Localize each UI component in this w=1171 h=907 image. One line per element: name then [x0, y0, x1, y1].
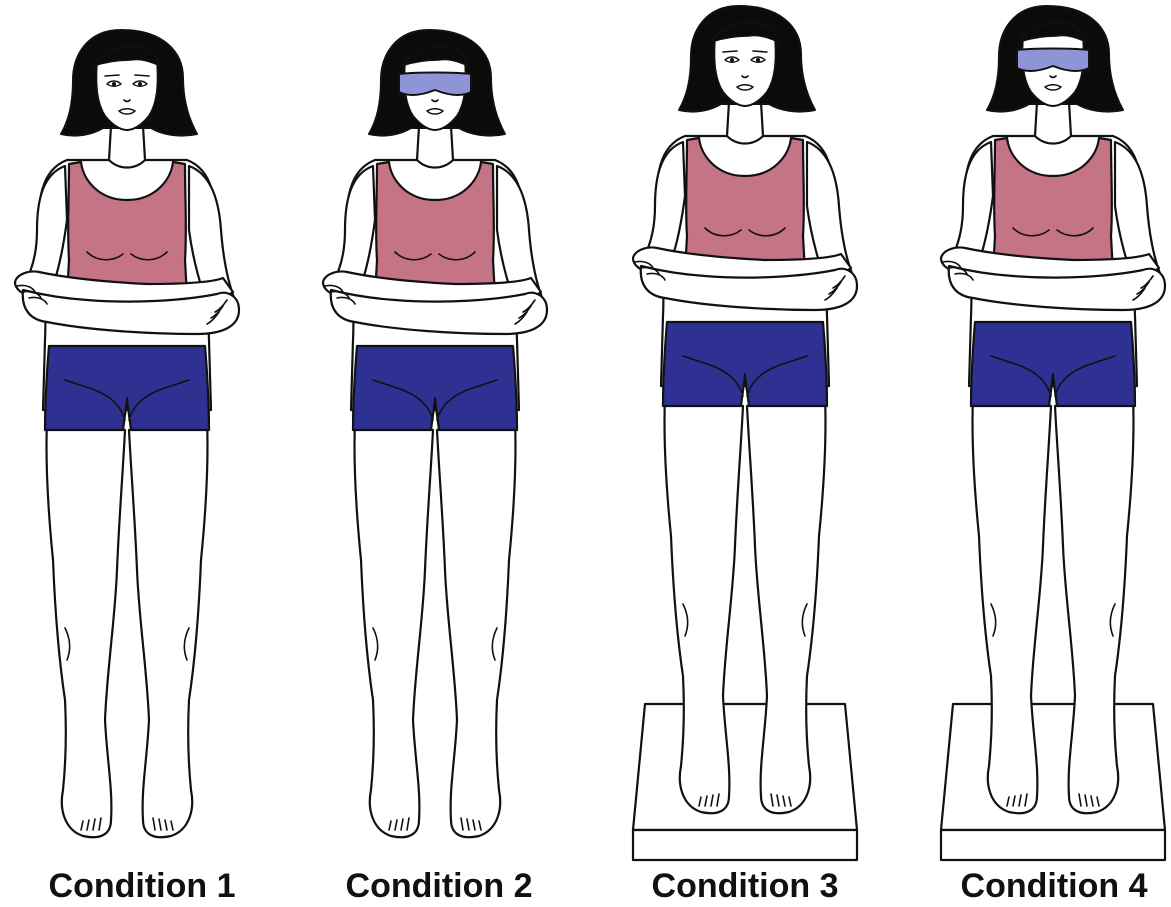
neck: [417, 126, 453, 168]
left-pupil: [112, 82, 116, 86]
mouth: [119, 109, 135, 114]
left-leg: [354, 420, 433, 837]
foam-pad-top: [941, 704, 1165, 830]
foam-pad-top: [633, 704, 857, 830]
foam-pad: [941, 704, 1165, 860]
neck: [109, 126, 145, 168]
foam-pad-front: [633, 830, 857, 860]
right-leg: [437, 420, 516, 837]
shorts: [971, 322, 1135, 406]
condition-2-label: Condition 2: [319, 866, 559, 906]
head: [987, 6, 1123, 112]
head: [61, 30, 197, 136]
shorts: [353, 346, 517, 430]
condition-1-label: Condition 1: [22, 866, 262, 906]
mouth: [427, 109, 443, 114]
figure-condition-2: [323, 30, 547, 837]
foam-pad-front: [941, 830, 1165, 860]
mouth: [737, 85, 753, 90]
foam-pad: [633, 704, 857, 860]
left-leg: [46, 420, 125, 837]
neck: [1035, 102, 1071, 144]
figure-condition-4: [941, 6, 1165, 860]
left-pupil: [730, 58, 734, 62]
legs: [354, 420, 515, 837]
condition-4-label: Condition 4: [934, 866, 1171, 906]
figure-condition-3: [633, 6, 857, 860]
legs: [46, 420, 207, 837]
right-brow: [753, 51, 767, 52]
left-brow: [105, 75, 119, 76]
left-brow: [723, 51, 737, 52]
shorts: [45, 346, 209, 430]
mouth: [1045, 85, 1061, 90]
neck: [727, 102, 763, 144]
right-pupil: [756, 58, 760, 62]
figure-condition-1: [15, 30, 239, 837]
right-pupil: [138, 82, 142, 86]
head: [679, 6, 815, 112]
right-leg: [129, 420, 208, 837]
condition-3-label: Condition 3: [625, 866, 865, 906]
right-brow: [135, 75, 149, 76]
shorts: [663, 322, 827, 406]
head: [369, 30, 505, 136]
